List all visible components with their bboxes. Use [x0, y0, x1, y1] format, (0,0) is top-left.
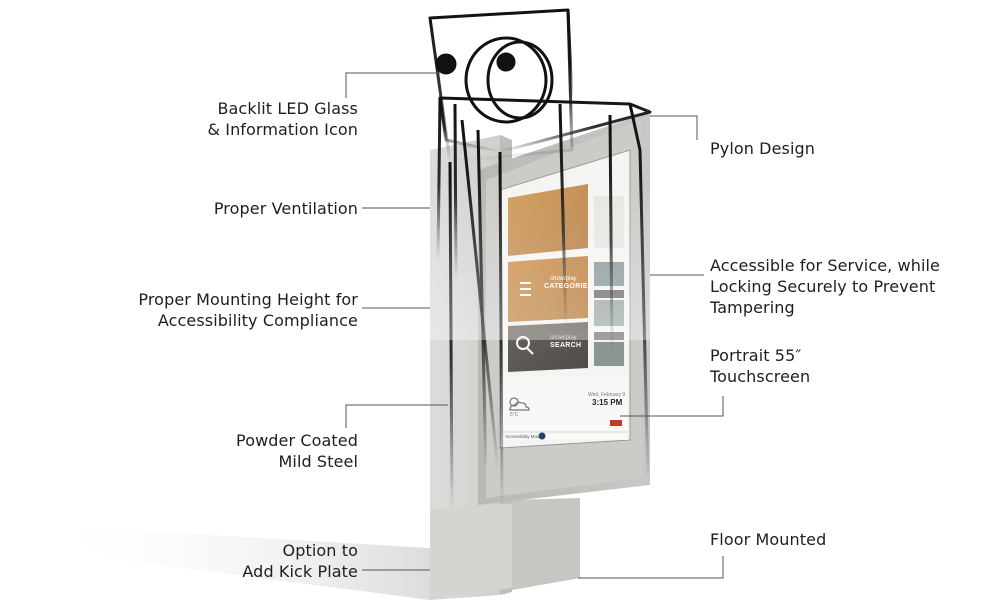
brand-logo — [610, 420, 622, 426]
temperature-text: 5°C — [510, 412, 519, 418]
callout-ventilation-line1: Proper Ventilation — [213, 199, 358, 218]
floor-shadow — [40, 525, 430, 600]
leader-steel — [345, 404, 448, 428]
callout-portrait: Portrait 55″ Touchscreen — [710, 345, 810, 387]
callout-service-line3: Tampering — [710, 298, 795, 317]
callout-service-line1: Accessible for Service, while — [710, 256, 941, 275]
leader-portrait — [620, 396, 724, 417]
thumbnail-3 — [594, 342, 624, 366]
categories-subtitle: show/play — [550, 276, 577, 282]
accessibility-text: Accessibility Mode — [505, 434, 543, 439]
info-icon — [435, 36, 554, 124]
time-text: 3:15 PM — [592, 398, 623, 407]
callout-portrait-line1: Portrait 55″ — [710, 346, 802, 365]
categories-label[interactable]: CATEGORIES — [544, 283, 593, 290]
callout-floor: Floor Mounted — [710, 529, 826, 550]
leader-lines — [345, 72, 724, 579]
callout-steel-line2: Mild Steel — [278, 452, 358, 471]
search-subtitle: show/play — [550, 335, 577, 341]
leader-backlit — [345, 72, 440, 98]
callout-kick-line2: Add Kick Plate — [242, 562, 358, 581]
date-text: Wed, February 9 — [588, 392, 626, 398]
callout-backlit-line1: Backlit LED Glass — [217, 99, 358, 118]
callout-pylon-line1: Pylon Design — [710, 139, 816, 158]
callout-mounting-line2: Accessibility Compliance — [157, 311, 358, 330]
callout-kick: Option to Add Kick Plate — [242, 540, 358, 582]
accessibility-toggle-icon — [538, 432, 546, 440]
leader-pylon — [650, 115, 698, 140]
callout-backlit-line2: & Information Icon — [207, 120, 358, 139]
callout-pylon: Pylon Design — [710, 138, 815, 159]
callout-mounting: Proper Mounting Height for Accessibility… — [138, 289, 358, 331]
callout-floor-line1: Floor Mounted — [710, 530, 827, 549]
callout-ventilation: Proper Ventilation — [214, 198, 358, 219]
cloud-sun-icon — [509, 397, 530, 411]
callout-steel-line1: Powder Coated — [236, 431, 358, 450]
callout-steel: Powder Coated Mild Steel — [236, 430, 358, 472]
callout-service-line2: Locking Securely to Prevent — [710, 277, 936, 296]
callout-backlit: Backlit LED Glass & Information Icon — [207, 98, 358, 140]
search-label[interactable]: SEARCH — [550, 342, 582, 349]
callout-service: Accessible for Service, while Locking Se… — [710, 255, 940, 318]
callout-mounting-line1: Proper Mounting Height for — [138, 290, 358, 309]
callout-portrait-line2: Touchscreen — [710, 367, 811, 386]
callout-kick-line1: Option to — [282, 541, 358, 560]
leader-floor — [578, 556, 724, 579]
